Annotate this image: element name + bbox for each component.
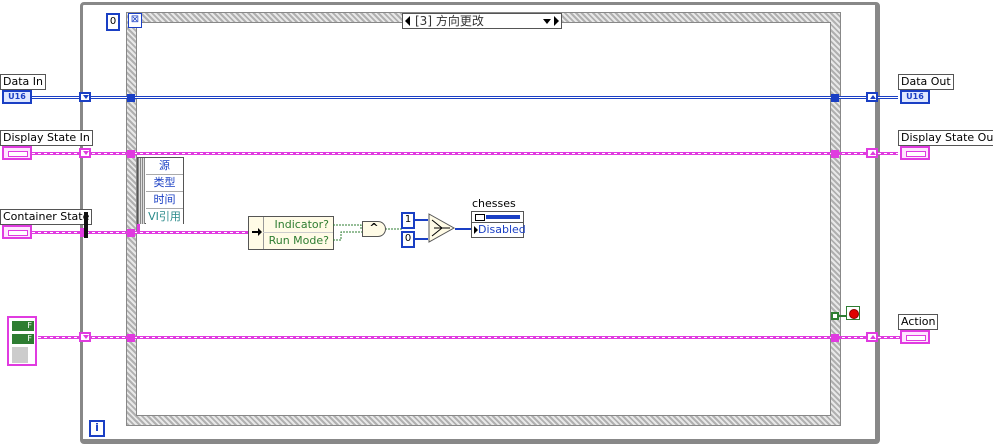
unbundle-item-type[interactable]: 类型 — [146, 175, 183, 192]
chesses-label: chesses — [472, 197, 516, 210]
property-run-mode[interactable]: Run Mode? — [268, 234, 329, 247]
unbundle-item-source[interactable]: 源 — [146, 158, 183, 175]
display-shift-register-right[interactable] — [866, 148, 878, 158]
display-state-wire[interactable] — [32, 152, 898, 155]
bool-constant-2: F — [27, 334, 32, 343]
display-shift-register-left[interactable] — [79, 148, 91, 158]
data-out-terminal[interactable]: U16 — [900, 90, 930, 104]
unbundle-item-vi-ref[interactable]: VI引用 — [146, 209, 183, 225]
data-shift-register-right[interactable] — [866, 92, 878, 102]
action-shift-register-left[interactable] — [79, 332, 91, 342]
chesses-property-node[interactable]: Disabled — [471, 211, 526, 238]
select-true-constant[interactable]: 1 — [401, 212, 415, 229]
case-selector-terminal[interactable]: 0 — [106, 13, 120, 31]
action-wire[interactable] — [38, 336, 900, 339]
unbundle-by-name-node[interactable]: 源 类型 时间 VI引用 — [137, 157, 184, 225]
display-state-out-label: Display State Out — [898, 130, 993, 146]
action-terminal[interactable] — [900, 330, 930, 344]
bool-constant-1: F — [27, 321, 32, 330]
increment-arrow-icon[interactable] — [554, 16, 559, 26]
container-state-wire[interactable] — [32, 231, 248, 234]
select-false-constant[interactable]: 0 — [401, 231, 415, 248]
property-node[interactable]: Indicator? Run Mode? — [248, 216, 334, 250]
decrement-arrow-icon[interactable] — [405, 16, 410, 26]
container-tunnel-left[interactable] — [80, 228, 86, 237]
unbundle-item-time[interactable]: 时间 — [146, 192, 183, 209]
stop-icon[interactable] — [846, 306, 860, 320]
loop-iteration-icon: i — [89, 420, 105, 437]
chesses-property-disabled[interactable]: Disabled — [478, 223, 526, 236]
action-shift-register-right[interactable] — [866, 332, 878, 342]
display-state-out-terminal[interactable] — [900, 146, 930, 160]
action-cluster-constant[interactable]: F F — [7, 316, 37, 366]
and-function[interactable]: ^ — [362, 221, 386, 237]
case-selector-label[interactable]: [3] 方向更改 — [402, 13, 562, 29]
stop-condition-tunnel[interactable] — [831, 312, 839, 320]
dropdown-icon[interactable] — [543, 19, 551, 24]
data-in-terminal[interactable]: U16 — [2, 90, 32, 104]
case-label-text: [3] 方向更改 — [415, 14, 484, 28]
select-function-icon[interactable] — [428, 213, 456, 243]
case-selector-icon: ⊠ — [128, 13, 142, 28]
data-wire[interactable] — [32, 96, 898, 99]
display-state-in-terminal[interactable] — [2, 146, 32, 160]
data-out-label: Data Out — [898, 74, 954, 90]
action-label: Action — [898, 314, 939, 330]
container-state-terminal[interactable] — [2, 225, 32, 239]
container-state-label: Container State — [0, 209, 93, 225]
property-indicator[interactable]: Indicator? — [263, 217, 333, 233]
data-shift-register-left[interactable] — [79, 92, 91, 102]
display-state-in-label: Display State In — [0, 130, 93, 146]
data-in-label: Data In — [0, 74, 46, 90]
